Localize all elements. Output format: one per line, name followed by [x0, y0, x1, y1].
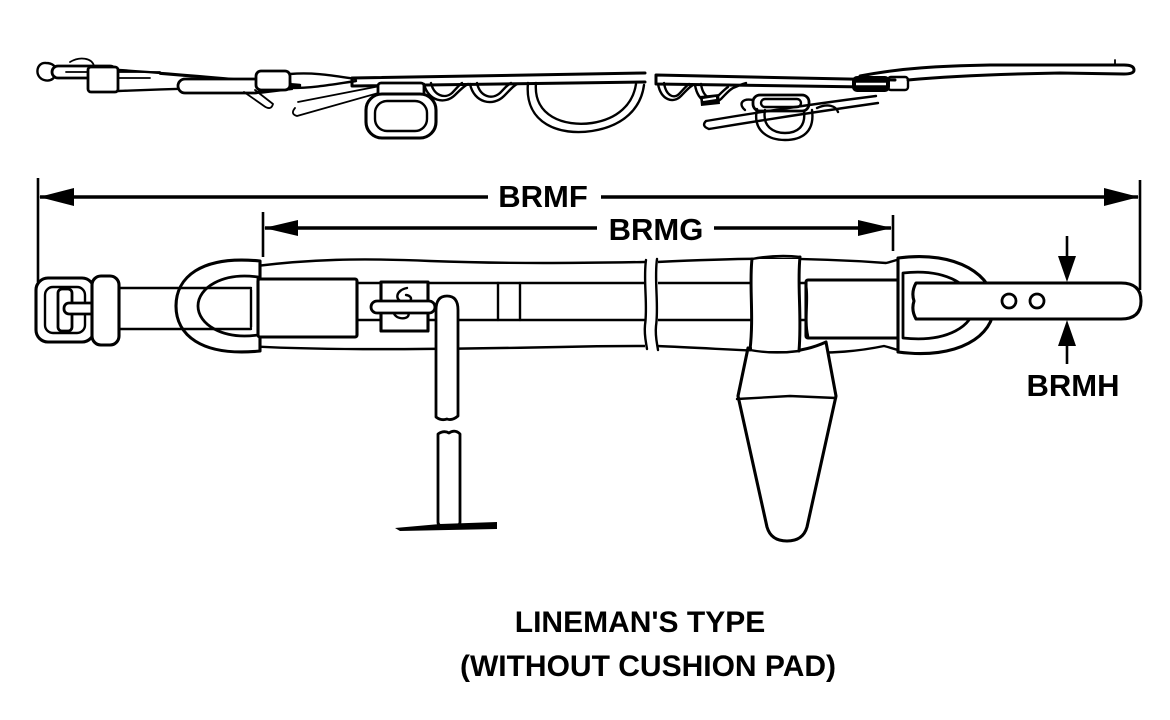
dimension-brmg: BRMG	[261, 212, 895, 257]
dimension-label-brmg: BRMG	[609, 212, 704, 247]
dimension-label-brmh: BRMH	[1027, 368, 1120, 403]
caption-line-1: LINEMAN'S TYPE	[515, 606, 766, 639]
belt-side-view	[34, 254, 1143, 543]
belt-top-view	[36, 57, 1136, 142]
figure-caption: LINEMAN'S TYPE (WITHOUT CUSHION PAD)	[460, 606, 836, 683]
caption-line-2: (WITHOUT CUSHION PAD)	[460, 650, 836, 683]
dimension-label-brmf: BRMF	[498, 179, 588, 214]
dimension-brmh: BRMH	[1027, 236, 1120, 403]
dimension-brmf: BRMF	[36, 178, 1142, 290]
